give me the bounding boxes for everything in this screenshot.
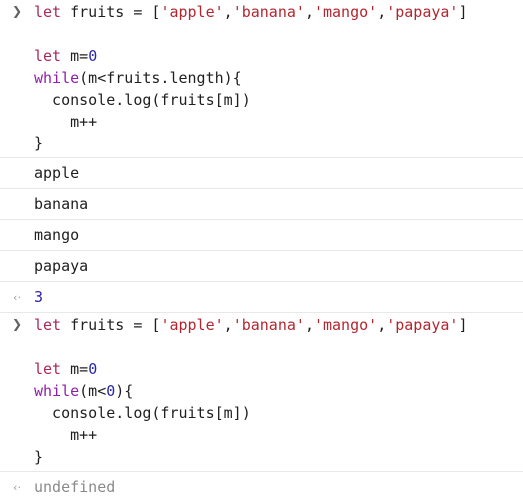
string-token: 'banana' [232,3,305,21]
result-gutter: ‹· [0,290,34,305]
string-token: 'papaya' [386,316,459,335]
return-arrow-icon: ‹· [13,290,21,304]
code-text: let fruits = ['apple','banana','mango','… [34,313,523,470]
code-line: console.log(fruits[m]) [34,90,251,109]
code-line: console.log(fruits[m]) [34,403,251,422]
number-token: 0 [88,46,98,65]
console-input-entry[interactable]: ❯ let fruits = ['apple','banana','mango'… [0,0,523,159]
code-token: fruits = [ [61,316,161,335]
string-token: 'banana' [232,316,305,335]
console-log-output: papaya [0,251,523,283]
string-token: 'mango' [313,3,378,21]
keyword-token: while [34,68,80,87]
number-token: 0 [106,382,116,401]
code-token: fruits = [ [61,3,161,21]
console-result: ‹· 3 [0,282,523,314]
code-line: let fruits = ['apple','banana','mango','… [34,3,468,21]
code-line: while(m<fruits.length){ [34,69,242,87]
number-token: 0 [88,360,98,379]
keyword-token: let [34,3,62,21]
code-token: (m<fruits.length){ [79,68,242,87]
code-block: let fruits = ['apple','banana','mango','… [34,313,523,470]
console-log-output: banana [0,189,523,221]
result-value: 3 [34,288,44,307]
string-token: 'apple' [160,3,224,21]
code-token: ] [458,316,468,335]
string-token: 'apple' [160,316,224,335]
chevron-right-icon: ❯ [11,4,23,18]
result-value: undefined [34,478,116,497]
code-token: , [304,3,314,21]
code-token: ] [458,3,468,21]
code-line: let m=0 [34,360,97,378]
keyword-token: let [34,360,62,379]
string-token: 'papaya' [386,3,459,21]
code-line: let fruits = ['apple','banana','mango','… [34,316,468,334]
code-text: let fruits = ['apple','banana','mango','… [34,0,523,157]
code-token: , [377,316,387,335]
prompt-gutter: ❯ [0,0,34,157]
code-line: let m=0 [34,47,97,65]
return-arrow-icon: ‹· [13,480,21,494]
console-result: ‹· undefined [0,472,523,503]
prompt-gutter: ❯ [0,313,34,470]
code-block: let fruits = ['apple','banana','mango','… [34,0,523,157]
code-token: , [223,3,233,21]
keyword-token: while [34,382,80,401]
code-token: ){ [115,382,134,401]
code-token: , [304,316,314,335]
code-line: while(m<0){ [34,382,133,400]
code-token: m= [61,360,89,379]
keyword-token: let [34,316,62,335]
chevron-right-icon: ❯ [11,317,23,332]
code-token: , [377,3,387,21]
keyword-token: let [34,46,62,65]
string-token: 'mango' [313,316,378,335]
console-log-output: mango [0,220,523,252]
code-line: m++ [34,425,98,444]
code-token: m= [61,46,89,65]
code-line: } [34,447,44,466]
code-token: (m< [79,382,107,401]
console-log-output: apple [0,158,523,190]
code-line: } [34,134,44,153]
code-token: , [223,316,233,335]
result-gutter: ‹· [0,480,34,495]
code-line: m++ [34,112,98,131]
console-input-entry[interactable]: ❯ let fruits = ['apple','banana','mango'… [0,313,523,472]
